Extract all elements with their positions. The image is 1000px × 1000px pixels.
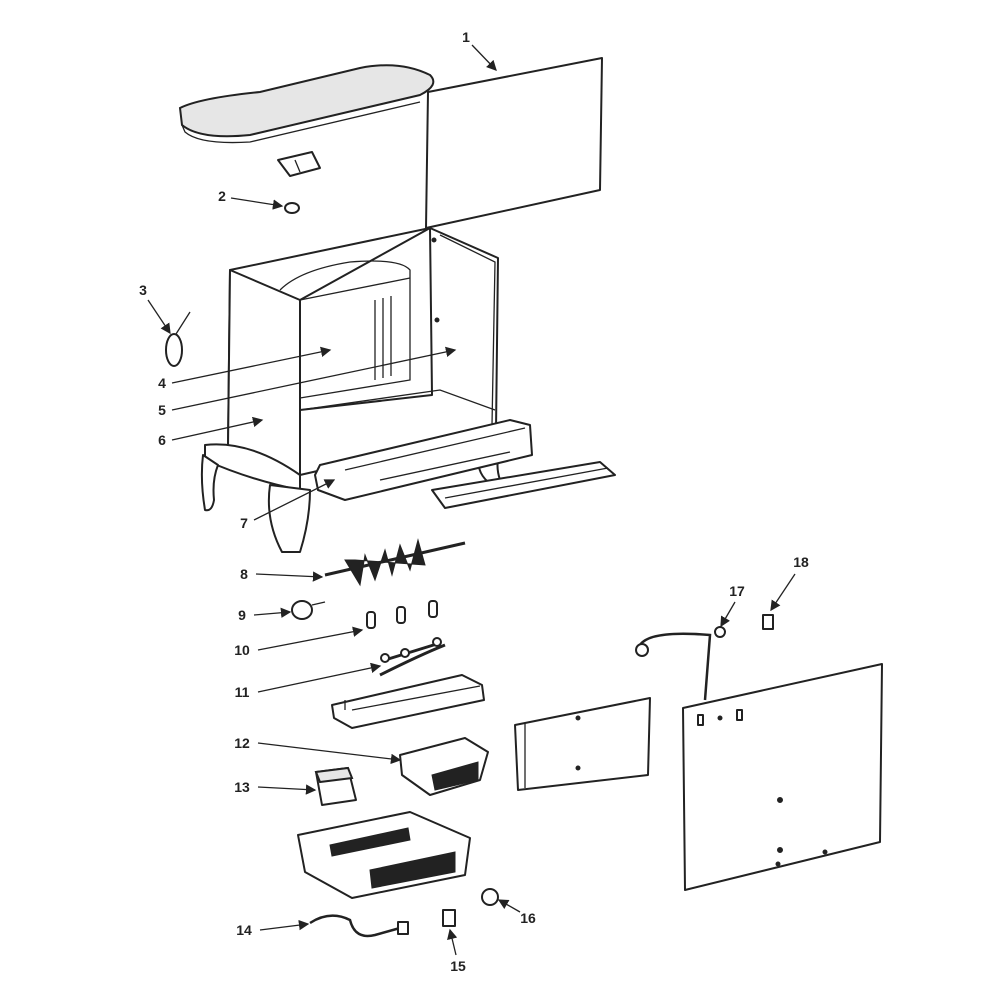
control-panel — [514, 697, 651, 791]
svg-text:14: 14 — [236, 922, 252, 938]
svg-text:6: 6 — [158, 432, 166, 448]
rear-cover — [682, 663, 883, 891]
callout-12: 12 — [234, 735, 402, 765]
callout-9: 9 — [238, 607, 292, 623]
svg-text:17: 17 — [729, 583, 745, 599]
callout-15: 15 — [447, 928, 466, 974]
callout-4: 4 — [158, 346, 332, 391]
callout-1: 1 — [462, 29, 497, 71]
callout-11: 11 — [235, 662, 382, 700]
firebox-bottom — [297, 811, 471, 899]
svg-text:12: 12 — [234, 735, 250, 751]
back-panel — [425, 57, 603, 229]
callout-3: 3 — [139, 282, 171, 335]
part-16-grommet — [481, 888, 499, 906]
svg-text:11: 11 — [235, 684, 250, 700]
part-9-motor — [291, 600, 326, 620]
callout-16: 16 — [497, 899, 536, 926]
svg-text:13: 13 — [234, 779, 250, 795]
svg-text:2: 2 — [218, 188, 226, 204]
callout-18: 18 — [770, 554, 809, 612]
callout-8: 8 — [240, 566, 324, 582]
callout-10: 10 — [234, 626, 364, 658]
part-8-flame-rotor — [324, 538, 466, 587]
lamp-bracket — [331, 674, 485, 729]
front-trim — [314, 419, 533, 501]
part-12-heater-fan — [399, 737, 489, 796]
ash-tray — [431, 461, 616, 509]
part-18-connector — [762, 614, 774, 630]
part-3-bulb — [165, 311, 191, 367]
svg-text:15: 15 — [450, 958, 466, 974]
svg-text:18: 18 — [793, 554, 809, 570]
part-11-socket-harness — [379, 637, 446, 677]
svg-text:7: 7 — [240, 515, 248, 531]
part-2-clip — [284, 202, 300, 214]
top-lid — [178, 64, 435, 144]
svg-text:3: 3 — [139, 282, 147, 298]
callout-5: 5 — [158, 346, 457, 418]
callout-7: 7 — [240, 479, 336, 531]
svg-text:1: 1 — [462, 29, 470, 45]
svg-text:4: 4 — [158, 375, 166, 391]
svg-text:5: 5 — [158, 402, 166, 418]
svg-text:16: 16 — [520, 910, 536, 926]
stove-body — [200, 227, 501, 553]
callout-17: 17 — [720, 583, 745, 628]
svg-text:8: 8 — [240, 566, 248, 582]
part-17-wire-harness — [635, 626, 726, 701]
bracket — [277, 151, 321, 177]
part-15-switch — [442, 909, 456, 927]
part-13-duct — [314, 766, 357, 806]
callout-6: 6 — [158, 416, 264, 448]
callout-13: 13 — [234, 779, 317, 795]
part-14-power-cord — [309, 914, 409, 938]
svg-text:10: 10 — [234, 642, 250, 658]
callout-2: 2 — [218, 188, 284, 210]
svg-text:9: 9 — [238, 607, 246, 623]
part-10-bulbs — [366, 600, 438, 629]
callout-14: 14 — [236, 919, 310, 938]
